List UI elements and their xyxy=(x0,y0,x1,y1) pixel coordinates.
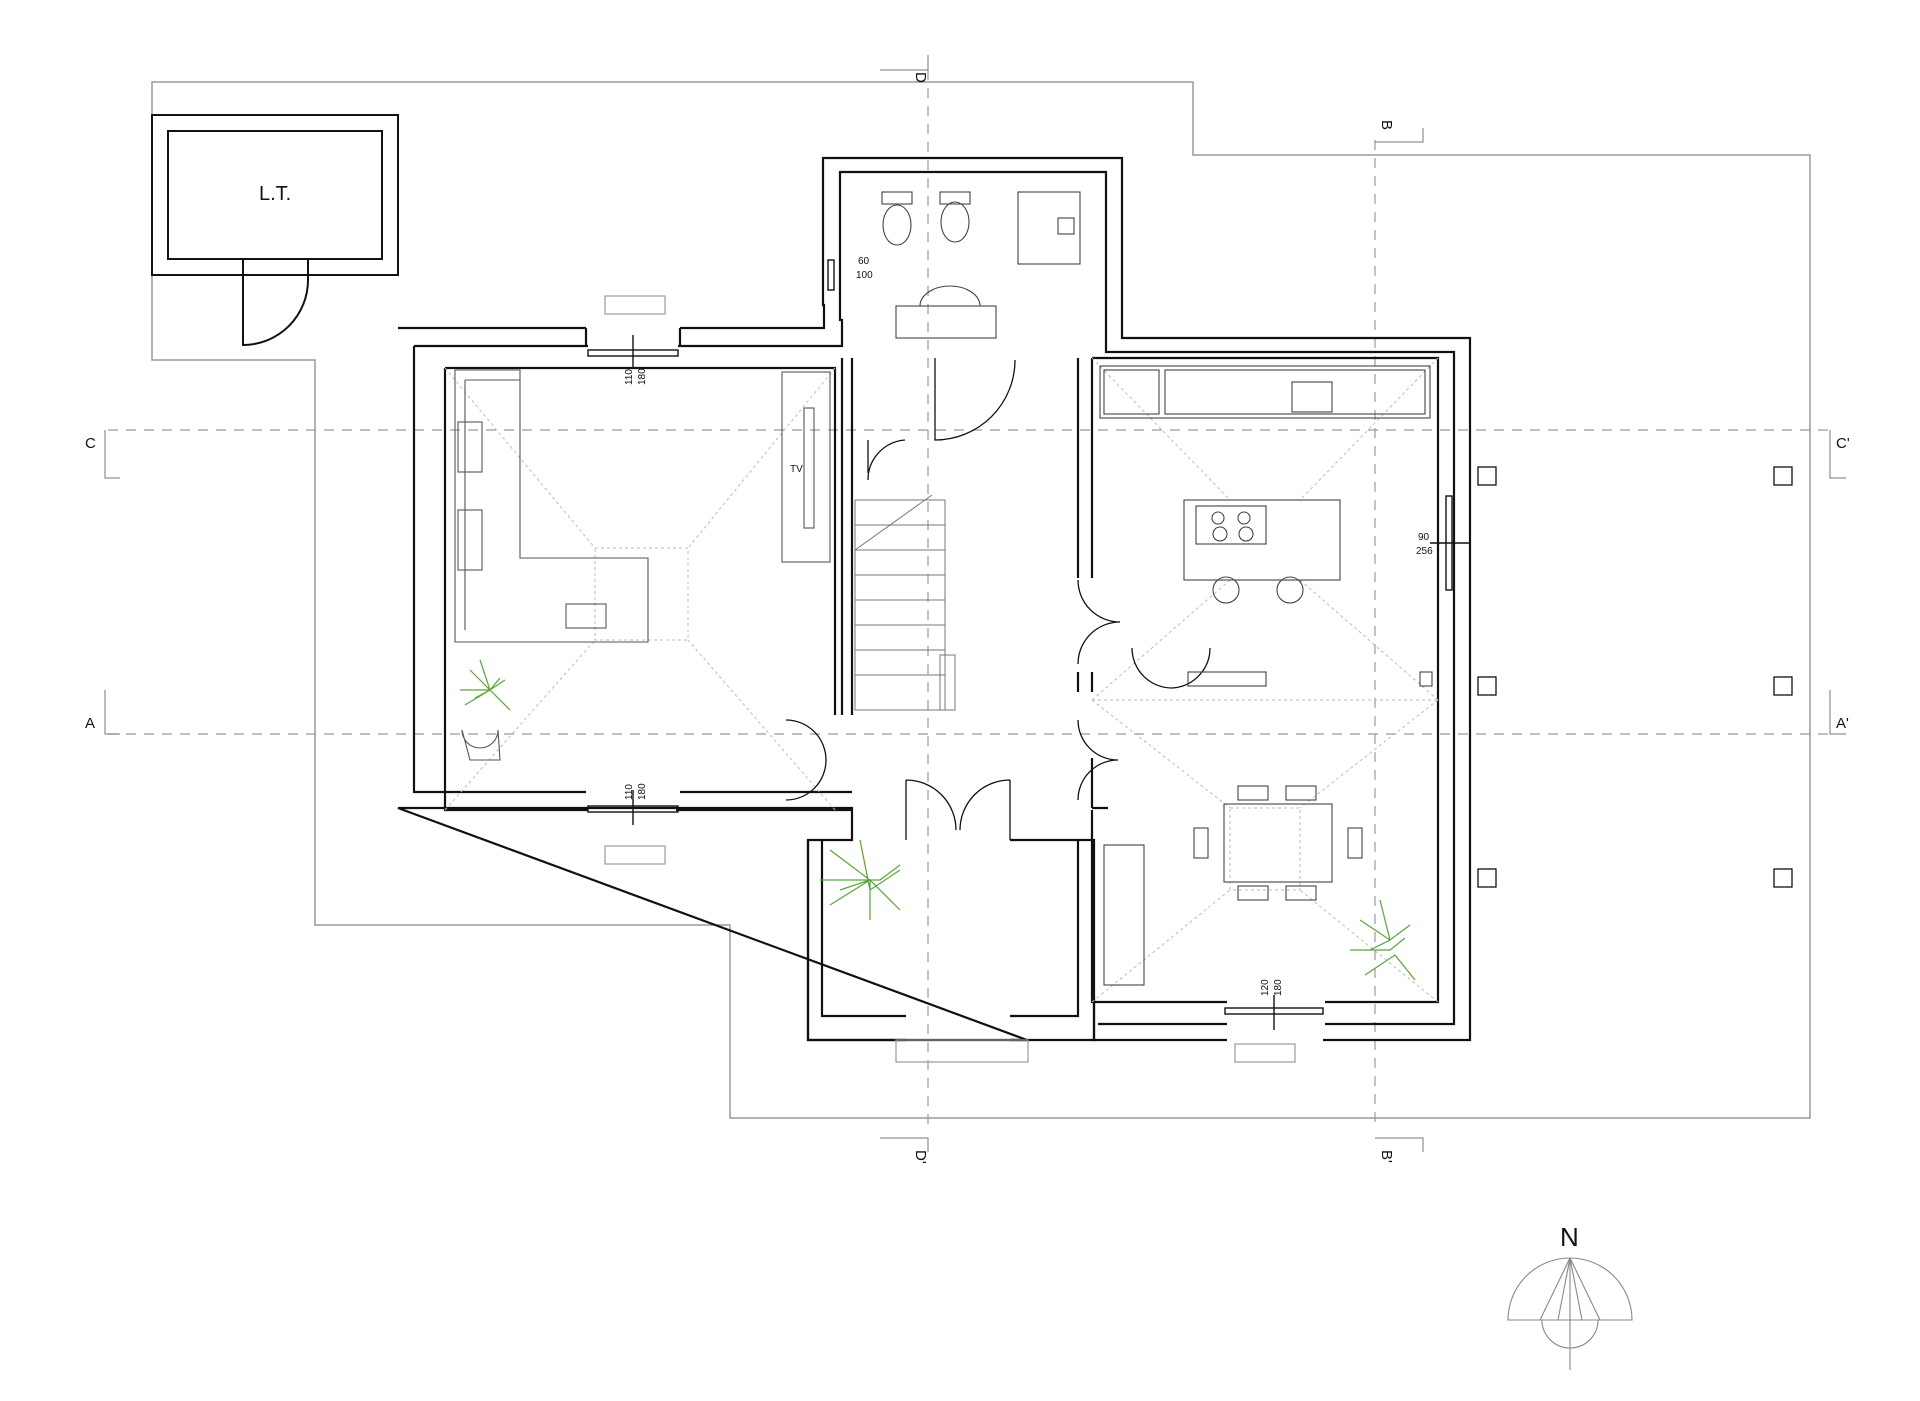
bathroom-fixtures xyxy=(881,191,1081,339)
window-kitchen-height: 256 xyxy=(1416,546,1433,557)
window-living-top-height: 180 xyxy=(637,368,648,385)
roof-outline xyxy=(151,81,1811,1119)
doors xyxy=(785,358,1211,840)
window-dining-width: 120 xyxy=(1260,979,1271,996)
section-label-b: B xyxy=(1378,120,1395,130)
section-lines xyxy=(108,70,1830,1130)
storage-building xyxy=(151,114,399,347)
section-label-c: C xyxy=(85,435,96,452)
kitchen-furniture xyxy=(1099,365,1433,687)
window-sills xyxy=(604,295,1296,1063)
window-dining-height: 180 xyxy=(1273,979,1284,996)
living-furniture xyxy=(454,369,831,761)
storage-label: L.T. xyxy=(259,183,291,205)
section-label-c-prime: C' xyxy=(1836,435,1850,452)
ceiling-lines xyxy=(444,357,1439,1003)
pillars xyxy=(1477,466,1793,888)
window-living-bottom-width: 110 xyxy=(624,784,635,800)
section-label-d: D xyxy=(912,72,929,83)
window-bath-width: 60 xyxy=(858,256,870,267)
north-label: N xyxy=(1560,1222,1579,1252)
tv-label: TV xyxy=(790,464,803,475)
window-kitchen-width: 90 xyxy=(1418,532,1430,543)
plants xyxy=(460,659,1416,981)
north-arrow xyxy=(1507,1257,1633,1370)
window-living-bottom-height: 180 xyxy=(637,783,648,800)
section-label-a: A xyxy=(85,715,95,732)
staircase xyxy=(854,494,956,711)
exterior-walls xyxy=(397,156,1472,1042)
section-markers xyxy=(104,55,1846,1152)
section-label-b-prime: B' xyxy=(1378,1150,1395,1163)
section-label-a-prime: A' xyxy=(1836,715,1849,732)
dining-furniture xyxy=(1103,785,1363,986)
window-living-top-width: 110 xyxy=(624,369,635,385)
window-bath-height: 100 xyxy=(856,270,873,281)
windows xyxy=(587,259,1470,1030)
section-label-d-prime: D' xyxy=(912,1150,929,1164)
